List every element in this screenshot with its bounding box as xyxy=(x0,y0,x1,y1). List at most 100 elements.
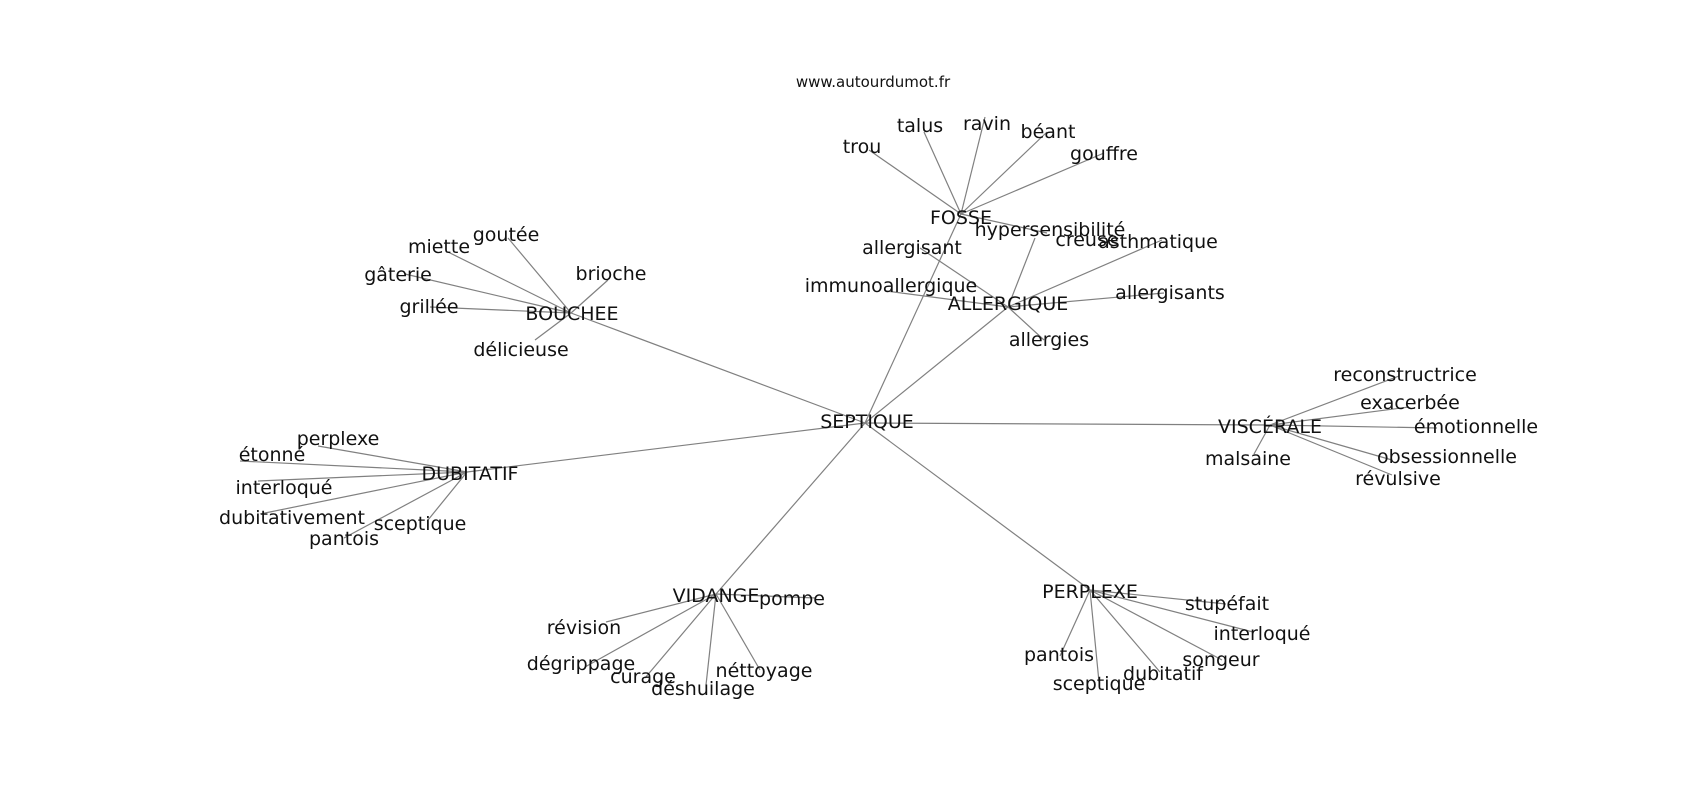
hub-to-word-edge xyxy=(343,471,468,539)
word-node-label[interactable]: brioche xyxy=(576,263,647,285)
hub-to-word-edge xyxy=(259,471,468,515)
word-node-label[interactable]: gouffre xyxy=(1070,143,1138,165)
hub-to-word-edge xyxy=(923,131,962,215)
word-node-label[interactable]: asthmatique xyxy=(1098,231,1218,253)
hub-to-word-edge xyxy=(715,593,817,599)
word-node-label[interactable]: pantois xyxy=(1024,644,1094,666)
word-node-label[interactable]: émotionnelle xyxy=(1414,416,1538,438)
hub-to-word-edge xyxy=(1007,292,1165,308)
word-node-label[interactable]: creuse xyxy=(1055,229,1118,251)
hub-to-word-edge xyxy=(1059,589,1091,657)
word-node-label[interactable]: interloqué xyxy=(1214,623,1311,645)
word-node-label[interactable]: curage xyxy=(610,666,676,688)
center-to-hub-edge xyxy=(864,422,1271,426)
word-node-label[interactable]: hypersensibilité xyxy=(975,219,1126,241)
word-node-label[interactable]: néttoyage xyxy=(716,660,813,682)
hub-to-word-edge xyxy=(1089,589,1227,605)
hub-to-word-edge xyxy=(919,247,1009,308)
hub-node-label[interactable]: PERPLEXE xyxy=(1042,581,1138,603)
hub-to-word-edge xyxy=(1007,237,1036,308)
word-node-label[interactable]: déshuilage xyxy=(651,678,755,700)
hub-to-word-edge xyxy=(885,290,1009,308)
hub-to-word-edge xyxy=(1253,424,1271,455)
word-node-label[interactable]: pompe xyxy=(759,588,825,610)
word-node-label[interactable]: goutée xyxy=(473,224,540,246)
word-node-label[interactable]: allergisants xyxy=(1115,282,1225,304)
hub-to-word-edge xyxy=(715,593,761,671)
word-node-label[interactable]: dubitatif xyxy=(1123,663,1204,685)
word-node-label[interactable]: talus xyxy=(897,115,943,137)
hub-to-word-edge xyxy=(605,593,717,623)
center-to-hub-edge xyxy=(715,422,866,595)
hub-to-word-edge xyxy=(257,471,468,482)
center-to-hub-edge xyxy=(864,306,1009,424)
hub-to-word-edge xyxy=(960,152,1105,215)
center-to-hub-edge xyxy=(466,422,866,473)
word-node-label[interactable]: délicieuse xyxy=(473,339,568,361)
word-node-label[interactable]: exacerbée xyxy=(1360,392,1460,414)
word-node-label[interactable]: grillée xyxy=(399,296,458,318)
word-node-label[interactable]: sceptique xyxy=(374,513,467,535)
word-node-label[interactable]: reconstructrice xyxy=(1333,364,1477,386)
word-node-label[interactable]: trou xyxy=(843,136,882,158)
hub-to-word-edge xyxy=(1269,424,1438,429)
word-node-label[interactable]: béant xyxy=(1021,121,1076,143)
hub-to-word-edge xyxy=(1007,306,1045,341)
hub-node-label[interactable]: VIDANGE xyxy=(673,585,760,607)
hub-node-label[interactable]: BOUCHEE xyxy=(525,303,618,325)
hub-to-word-edge xyxy=(447,251,572,314)
graph-edges xyxy=(239,116,1438,686)
hub-to-word-edge xyxy=(705,593,717,686)
word-node-label[interactable]: révision xyxy=(547,617,621,639)
hub-node-label[interactable]: VISCÉRALE xyxy=(1218,415,1322,438)
center-to-hub-edge xyxy=(864,213,962,424)
hub-to-word-edge xyxy=(427,471,468,521)
hub-to-word-edge xyxy=(570,279,609,314)
word-node-label[interactable]: ravin xyxy=(963,113,1011,135)
hub-to-word-edge xyxy=(1269,424,1393,476)
hub-to-word-edge xyxy=(317,445,468,473)
word-node-label[interactable]: dégrippage xyxy=(527,653,635,675)
hub-to-word-edge xyxy=(1089,589,1223,661)
word-node-label[interactable]: stupéfait xyxy=(1185,593,1269,615)
hub-to-word-edge xyxy=(1269,375,1400,426)
hub-to-word-edge xyxy=(1089,589,1254,633)
hub-to-word-edge xyxy=(429,306,572,314)
word-node-label[interactable]: révulsive xyxy=(1355,468,1441,490)
word-node-label[interactable]: perplexe xyxy=(297,428,380,450)
word-node-label[interactable]: pantois xyxy=(309,528,379,550)
word-node-label[interactable]: songeur xyxy=(1182,649,1259,671)
hub-to-word-edge xyxy=(584,593,717,668)
hub-node-label[interactable]: DUBITATIF xyxy=(422,463,519,485)
word-node-label[interactable]: interloqué xyxy=(236,477,333,499)
word-node-label[interactable]: gâterie xyxy=(364,264,432,286)
center-node-label[interactable]: SEPTIQUE xyxy=(820,411,914,433)
hub-to-word-edge xyxy=(1089,589,1161,673)
center-to-hub-edge xyxy=(570,312,866,424)
graph-labels: www.autourdumot.fr SEPTIQUE FOSSE trou talu… xyxy=(219,73,1538,700)
hub-to-word-edge xyxy=(507,237,572,314)
hub-to-word-edge xyxy=(1007,239,1163,308)
word-node-label[interactable]: malsaine xyxy=(1205,448,1291,470)
hub-node-label[interactable]: FOSSE xyxy=(930,207,992,229)
word-node-label[interactable]: immunoallergique xyxy=(805,275,978,297)
hub-to-word-edge xyxy=(534,312,572,341)
word-node-label[interactable]: sceptique xyxy=(1053,673,1146,695)
center-to-hub-edge xyxy=(864,422,1091,591)
word-node-label[interactable]: allergisant xyxy=(862,237,962,259)
word-node-label[interactable]: miette xyxy=(408,236,470,258)
hub-node-label[interactable]: ALLERGIQUE xyxy=(948,293,1069,315)
hub-to-word-edge xyxy=(1269,406,1410,426)
hub-to-word-edge xyxy=(239,460,468,473)
word-node-label[interactable]: allergies xyxy=(1009,329,1089,351)
hub-to-word-edge xyxy=(1089,589,1100,683)
word-node-label[interactable]: étonné xyxy=(239,444,306,466)
word-node-label[interactable]: dubitativement xyxy=(219,507,365,529)
hub-to-word-edge xyxy=(960,213,1048,234)
hub-to-word-edge xyxy=(960,131,1048,215)
word-node-label[interactable]: obsessionnelle xyxy=(1377,446,1517,468)
hub-to-word-edge xyxy=(404,273,572,314)
hub-to-word-edge xyxy=(960,116,986,215)
site-url: www.autourdumot.fr xyxy=(796,73,951,91)
